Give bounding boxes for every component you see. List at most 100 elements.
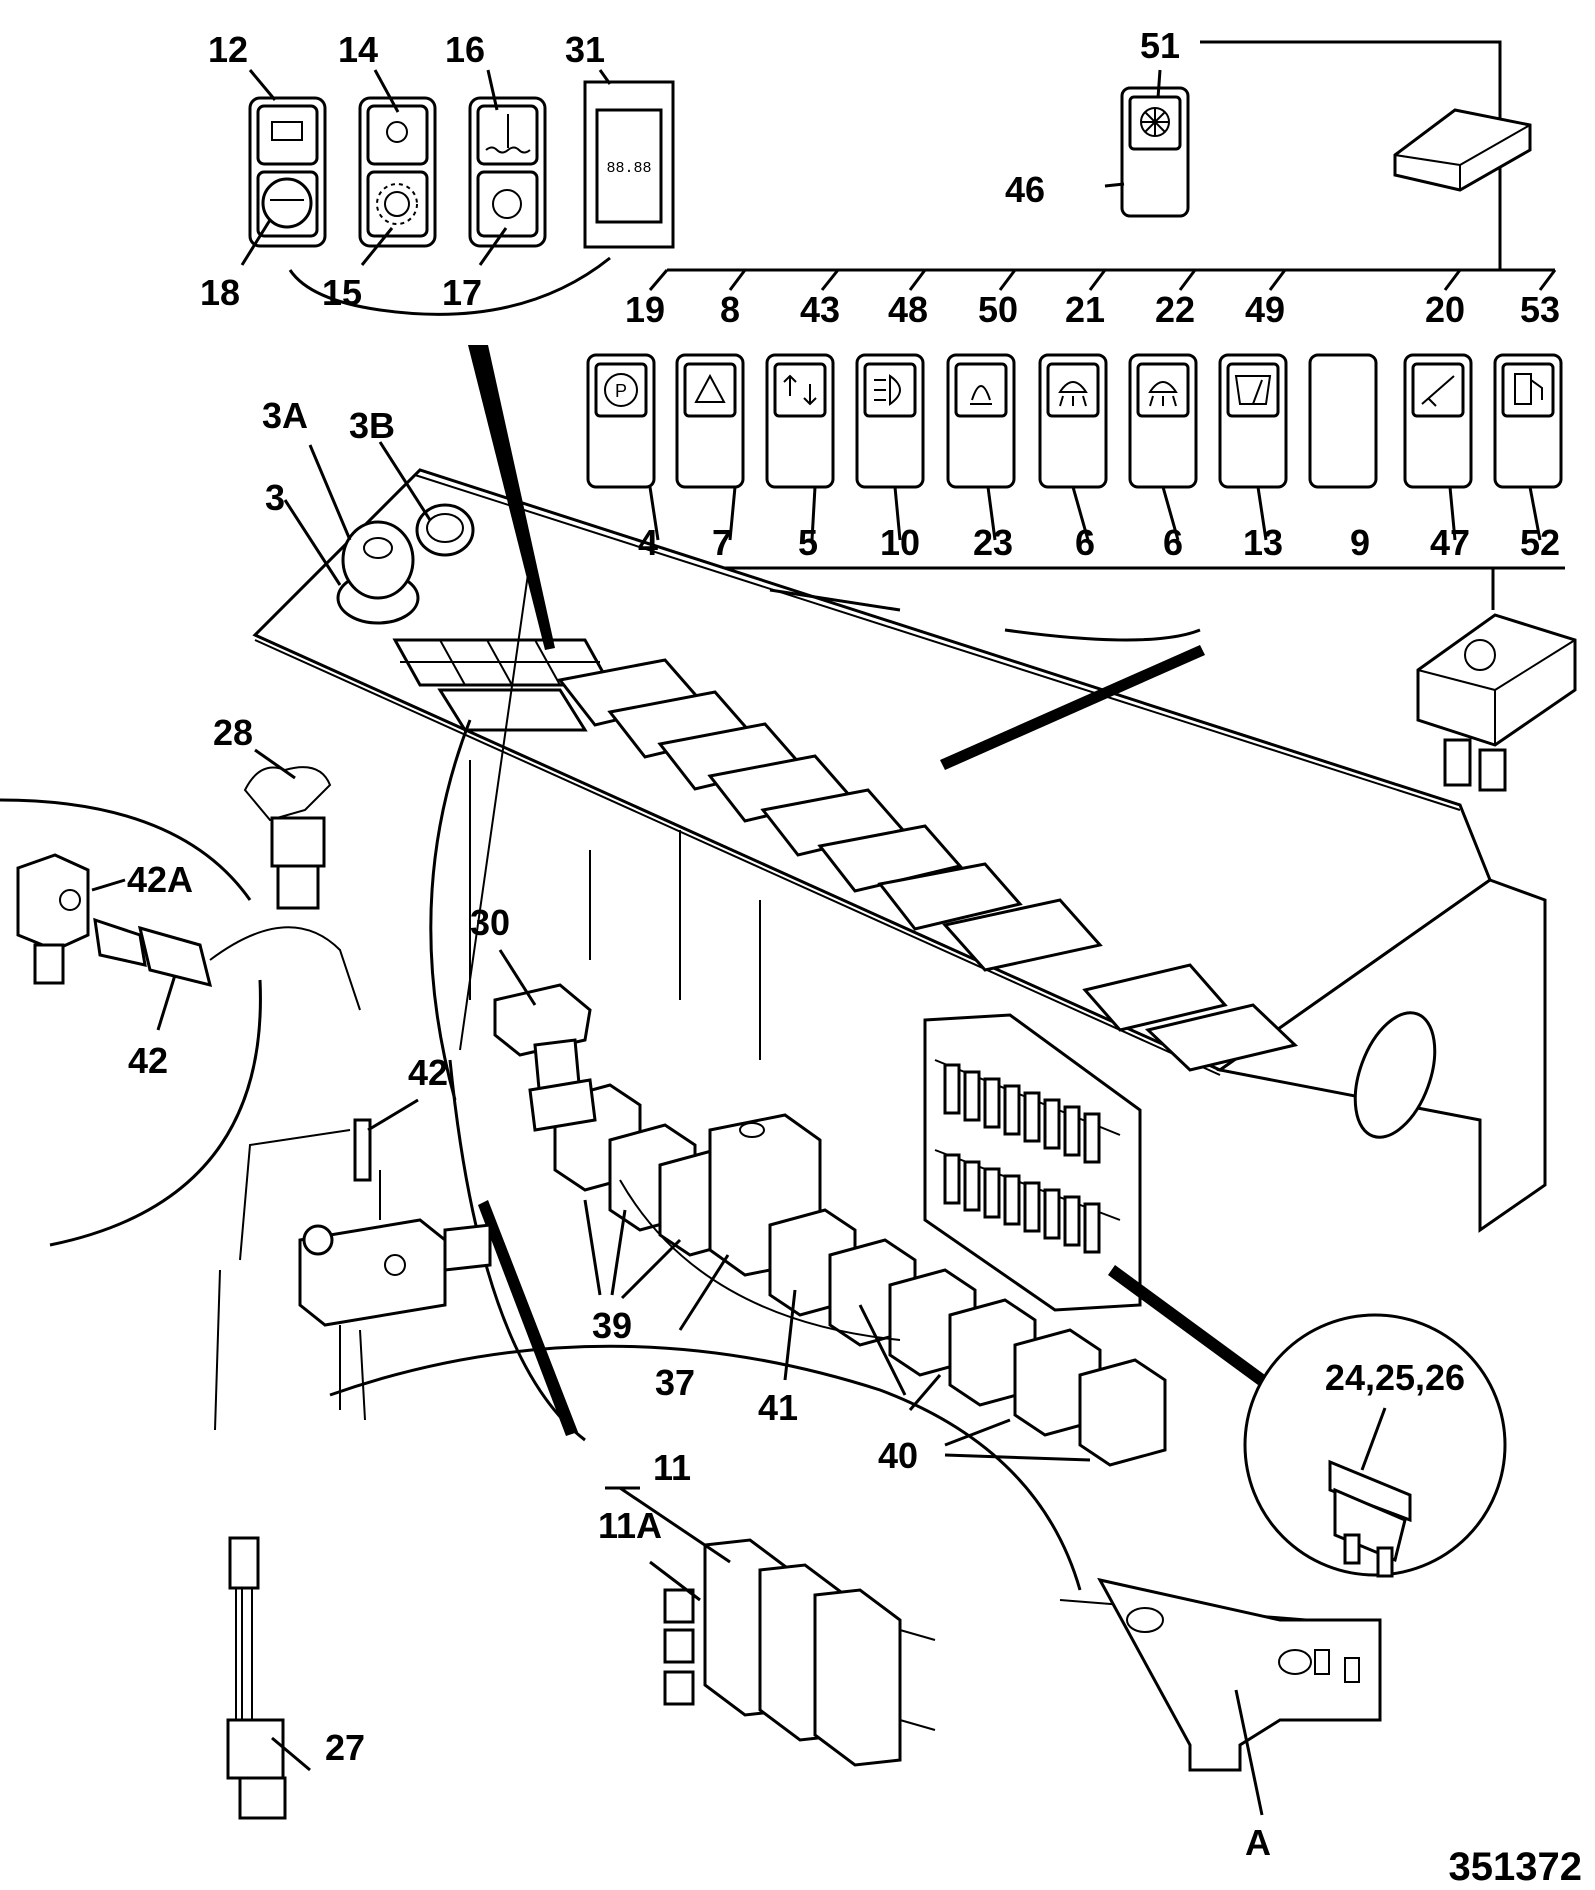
parking-brake-icon <box>604 373 638 407</box>
hydraulic-oil-icon <box>492 189 522 219</box>
switch-work-lamp-rear[interactable] <box>1128 353 1198 489</box>
console-rocker-switches[interactable] <box>557 658 1299 1072</box>
pressure-switch-42A <box>16 853 361 1011</box>
blank-switch[interactable] <box>1308 353 1378 489</box>
callout-12: 12 <box>208 29 248 70</box>
work-lamp-front-icon <box>1058 381 1088 407</box>
callout-43: 43 <box>800 289 840 330</box>
callout-52: 52 <box>1520 522 1560 563</box>
callout-22: 22 <box>1155 289 1195 330</box>
callout-53: 53 <box>1520 289 1560 330</box>
switch-hazard[interactable] <box>675 353 745 489</box>
switch-blank[interactable] <box>1308 353 1378 489</box>
fuel-pump-icon <box>1514 373 1532 405</box>
callout-5: 5 <box>798 522 818 563</box>
callout-27: 27 <box>325 1727 365 1768</box>
switch-parking-brake[interactable]: P <box>586 353 656 489</box>
callout-47: 47 <box>1430 522 1470 563</box>
wiring-harness-27 <box>226 1536 287 1820</box>
callout-6-rear: 6 <box>1163 522 1183 563</box>
callout-24-25-26: 24,25,26 <box>1325 1357 1465 1398</box>
hydraulic-lock-icon <box>1421 375 1455 407</box>
callout-37: 37 <box>655 1362 695 1403</box>
battery-icon <box>271 121 303 141</box>
console-assembly <box>252 468 1547 1467</box>
callout-11A: 11A <box>598 1505 662 1546</box>
callout-8: 8 <box>720 289 740 330</box>
callout-18: 18 <box>200 272 240 313</box>
callout-28: 28 <box>213 712 253 753</box>
work-lamp-rear-icon <box>1148 381 1178 407</box>
callout-16: 16 <box>445 29 485 70</box>
callout-11: 11 <box>653 1447 691 1488</box>
callout-42A: 42A <box>127 859 193 900</box>
callout-30: 30 <box>470 902 510 943</box>
rocker-switch-side-view <box>1416 613 1577 792</box>
callout-3A: 3A <box>262 395 308 436</box>
harness-connector-30 <box>493 983 597 1132</box>
leader-fuse <box>1108 1265 1265 1385</box>
switch-headlamp[interactable] <box>855 353 925 489</box>
callout-21: 21 <box>1065 289 1105 330</box>
fuse-row-upper <box>943 1063 1101 1164</box>
switch-bank-detail: P <box>586 40 1577 792</box>
callout-4: 4 <box>638 522 658 563</box>
leader-lamp-cluster <box>468 345 555 650</box>
callout-23: 23 <box>973 522 1013 563</box>
callout-10: 10 <box>880 522 920 563</box>
fuse-box <box>923 1013 1142 1312</box>
callout-9: 9 <box>1350 522 1370 563</box>
callout-49: 49 <box>1245 289 1285 330</box>
callout-13: 13 <box>1243 522 1283 563</box>
callout-15: 15 <box>322 272 362 313</box>
callout-51: 51 <box>1140 25 1180 66</box>
callout-41: 41 <box>758 1387 798 1428</box>
callout-A: A <box>1245 1822 1271 1863</box>
temperature-sender-28 <box>243 766 332 910</box>
callout-42-left: 42 <box>128 1040 168 1081</box>
switch-work-lamp-front[interactable] <box>1038 353 1108 489</box>
callout-50: 50 <box>978 289 1018 330</box>
blade-fuse <box>1328 1459 1412 1578</box>
callout-14: 14 <box>338 29 378 70</box>
ignition-key-switch[interactable] <box>336 503 475 625</box>
callout-40: 40 <box>878 1435 918 1476</box>
callout-20: 20 <box>1425 289 1465 330</box>
svg-text:P: P <box>615 381 627 401</box>
hazard-warning-icon <box>694 373 726 403</box>
oil-pressure-icon <box>386 121 408 143</box>
leader-switch-row <box>940 645 1205 770</box>
switch-beacon[interactable] <box>946 353 1016 489</box>
callout-3: 3 <box>265 477 285 518</box>
callout-7: 7 <box>712 522 732 563</box>
switch-wiper[interactable] <box>1218 353 1288 489</box>
beacon-icon <box>970 385 992 405</box>
callout-48: 48 <box>888 289 928 330</box>
headlamp-icon <box>874 374 901 406</box>
switch-hydraulic-lock[interactable] <box>1403 353 1473 489</box>
mounting-bracket-A <box>1059 1577 1382 1772</box>
callout-labels: 12 14 16 31 18 15 17 51 46 19 8 43 48 50… <box>127 25 1560 1863</box>
hydraulic-valve-block <box>214 1118 492 1431</box>
callout-3B: 3B <box>349 405 395 446</box>
leader-gauge <box>478 1200 578 1436</box>
warning-lamp-cluster: 88.88 <box>248 80 675 316</box>
callout-6-front: 6 <box>1075 522 1095 563</box>
callout-17: 17 <box>442 272 482 313</box>
wiper-icon <box>1234 375 1272 405</box>
instrument-housing-11 <box>663 1538 936 1767</box>
shift-arrows-icon <box>783 374 817 406</box>
switch-fan[interactable] <box>1120 86 1190 218</box>
switch-connector-plug <box>1393 108 1532 192</box>
callout-46: 46 <box>1005 169 1045 210</box>
figure-number: 351372 <box>1449 1845 1582 1889</box>
callout-19: 19 <box>625 289 665 330</box>
callout-42-right: 42 <box>408 1052 448 1093</box>
callout-31: 31 <box>565 29 605 70</box>
switch-fuel-pump[interactable] <box>1493 353 1563 489</box>
air-filter-icon <box>261 177 313 229</box>
fuse-row-lower <box>943 1153 1101 1254</box>
callout-39: 39 <box>592 1305 632 1346</box>
switch-shift[interactable] <box>765 353 835 489</box>
